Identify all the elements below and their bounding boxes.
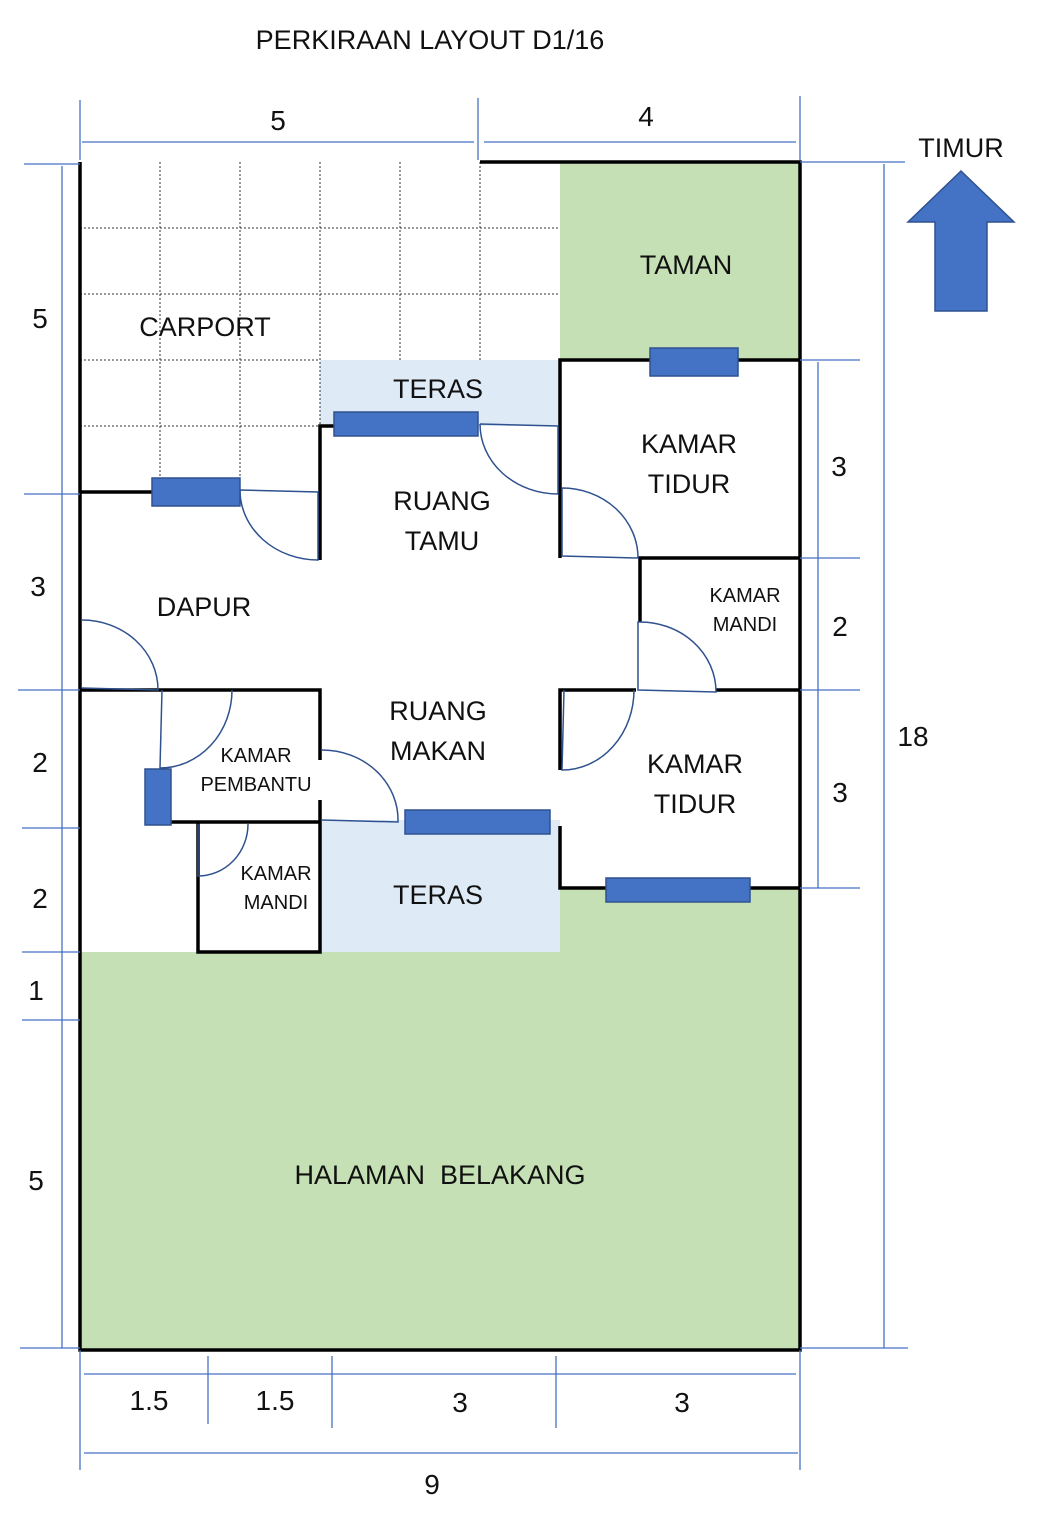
room-dapur: DAPUR (157, 592, 252, 622)
dim-top-taman: 4 (638, 101, 654, 132)
room-taman: TAMAN (640, 250, 733, 280)
taman-area (560, 162, 800, 360)
dim-left-1: 3 (30, 571, 46, 602)
dim-bottom-3: 3 (674, 1387, 690, 1418)
dim-total-width: 9 (424, 1469, 440, 1500)
plan-title: PERKIRAAN LAYOUT D1/16 (256, 25, 605, 55)
dim-top-carport: 5 (270, 105, 286, 136)
dim-total-length: 18 (897, 721, 928, 752)
room-kamar-tidur-1a: KAMAR (641, 429, 737, 459)
teras-bottom-area (320, 820, 560, 952)
dim-left-5: 5 (28, 1165, 44, 1196)
room-halaman-belakang: HALAMAN BELAKANG (294, 1160, 585, 1190)
room-ruang-makan-1: RUANG (389, 696, 487, 726)
doors (81, 423, 717, 877)
room-kamar-mandi-2a: KAMAR (240, 863, 311, 885)
dim-bottom-1: 1.5 (256, 1385, 295, 1416)
dim-left-2: 2 (32, 747, 48, 778)
dimension-lines (18, 96, 908, 1470)
dim-left-3: 2 (32, 883, 48, 914)
dim-left-4: 1 (28, 975, 44, 1006)
dim-bottom-0: 1.5 (130, 1385, 169, 1416)
room-teras-top: TERAS (393, 374, 483, 404)
compass-label: TIMUR (918, 133, 1003, 163)
room-ruang-tamu-2: TAMU (405, 526, 480, 556)
room-kamar-tidur-1b: TIDUR (648, 469, 731, 499)
room-teras-bottom: TERAS (393, 880, 483, 910)
room-ruang-tamu-1: RUANG (393, 486, 491, 516)
room-kamar-tidur-2a: KAMAR (647, 749, 743, 779)
room-kamar-mandi-2b: MANDI (244, 892, 308, 914)
dim-right-2: 3 (832, 777, 848, 808)
dim-left-0: 5 (32, 303, 48, 334)
dim-right-1: 2 (832, 611, 848, 642)
carport-grid (80, 162, 560, 490)
arrow-up-icon (906, 169, 1016, 312)
dim-right-0: 3 (831, 451, 847, 482)
room-carport: CARPORT (139, 312, 271, 342)
windows (144, 347, 751, 903)
room-kamar-pembantu-2: PEMBANTU (200, 774, 311, 796)
dim-bottom-2: 3 (452, 1387, 468, 1418)
room-kamar-mandi-1a: KAMAR (709, 585, 780, 607)
room-kamar-pembantu-1: KAMAR (220, 745, 291, 767)
room-kamar-mandi-1b: MANDI (713, 614, 777, 636)
halaman-area (80, 888, 800, 1350)
room-ruang-makan-2: MAKAN (390, 736, 486, 766)
room-kamar-tidur-2b: TIDUR (654, 789, 737, 819)
